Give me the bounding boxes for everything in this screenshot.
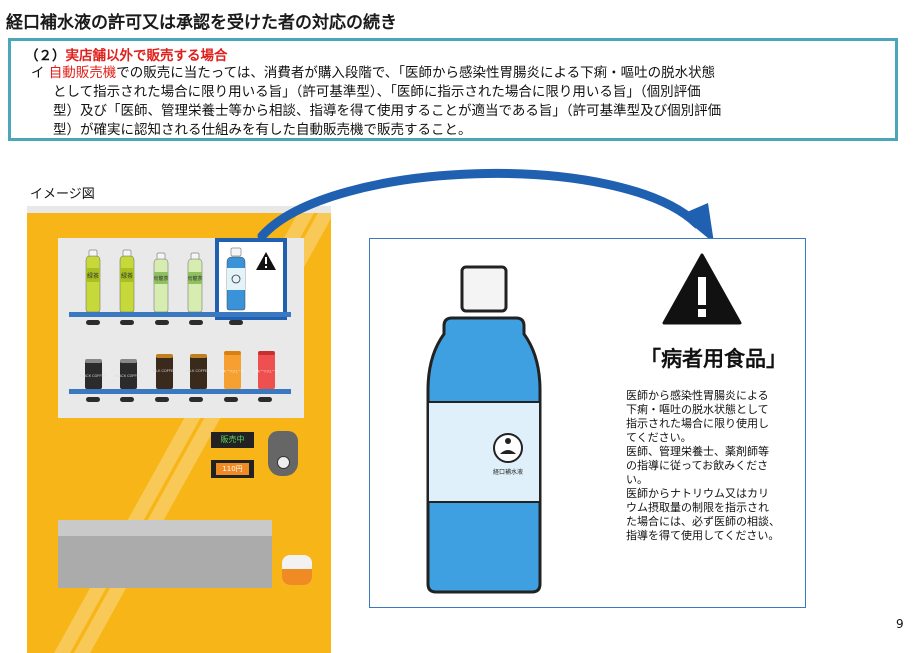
product-detail-box: 経口補水液 「病者用食品」 医師から感染性胃腸炎による 下痢・嘔吐の脱水状態とし… <box>369 238 806 608</box>
page-number: 9 <box>896 617 904 631</box>
large-bottle-illustration: 経口補水液 <box>426 265 542 594</box>
can-fruit-juice-2 <box>258 351 275 389</box>
select-button[interactable] <box>224 397 238 402</box>
drink-label-bottom-3: MILK COFFEE <box>152 369 176 373</box>
paragraph-highlight: 自動販売機 <box>48 65 117 81</box>
bottle-oolong-tea-1 <box>153 252 169 313</box>
product-notes: 医師から感染性胃腸炎による 下痢・嘔吐の脱水状態として 指示された場合に限り使用… <box>626 389 780 542</box>
bottle-green-tea-1 <box>85 249 101 313</box>
bottle-green-tea-2 <box>119 249 135 313</box>
paragraph-line-1: イ 自動販売機での販売に当たっては、消費者が購入段階で、「医師から感染性胃腸炎に… <box>31 65 716 81</box>
can-black-coffee-2 <box>120 359 137 389</box>
page-title: 経口補水液の許可又は承認を受けた者の対応の続き <box>6 13 397 33</box>
drink-label-bottom-2: BLACK COFFEE <box>115 374 142 378</box>
product-name: 「病者用食品」 <box>640 347 787 371</box>
coin-slot[interactable] <box>268 431 298 476</box>
select-button[interactable] <box>86 320 100 325</box>
select-button[interactable] <box>155 397 169 402</box>
bottle-oral-rehydration-highlight <box>226 247 246 311</box>
drink-label-top-4: 烏龍茶 <box>187 275 202 282</box>
shelf-bottom <box>69 389 291 394</box>
section-paragraph: イ 自動販売機での販売に当たっては、消費者が購入段階で、「医師から感染性胃腸炎に… <box>31 64 887 140</box>
select-button[interactable] <box>120 397 134 402</box>
section-number: （２） <box>25 48 66 64</box>
drink-label-bottom-5: フルーツジュース <box>220 368 244 373</box>
can-milk-coffee-2 <box>190 354 207 389</box>
drink-label-top-3: 烏龍茶 <box>153 275 168 282</box>
bottle-oolong-tea-2 <box>187 252 203 313</box>
can-milk-coffee-1 <box>156 354 173 389</box>
can-black-coffee-1 <box>85 359 102 389</box>
warning-icon-small-highlight <box>256 252 276 270</box>
drink-label-bottom-6: フルーツジュース <box>254 368 278 373</box>
drink-label-bottom-4: MILK COFFEE <box>186 369 210 373</box>
paragraph-prefix: イ <box>31 65 45 81</box>
price-display: 110円 <box>211 460 254 478</box>
can-fruit-juice-1 <box>224 351 241 389</box>
select-button[interactable] <box>86 397 100 402</box>
price-display-text: 110円 <box>216 463 249 475</box>
select-button[interactable] <box>155 320 169 325</box>
select-button[interactable] <box>229 320 243 325</box>
select-button[interactable] <box>258 397 272 402</box>
select-button[interactable] <box>120 320 134 325</box>
image-label: イメージ図 <box>30 187 95 202</box>
drink-label-top-2: 緑茶 <box>121 272 133 280</box>
vending-machine-top <box>27 206 331 214</box>
section-title: 実店舗以外で販売する場合 <box>65 48 228 64</box>
paragraph-line-4: 型）が確実に認知される仕組みを有した自動販売機で販売すること。 <box>53 122 472 138</box>
warning-icon-large <box>662 253 742 325</box>
select-button[interactable] <box>189 320 203 325</box>
drink-label-top-1: 緑茶 <box>87 272 99 280</box>
section-heading: （２）実店舗以外で販売する場合 <box>25 44 228 64</box>
bottle-label-text: 経口補水液 <box>493 468 523 476</box>
select-button[interactable] <box>189 397 203 402</box>
dispense-tray[interactable] <box>58 520 272 588</box>
drink-label-bottom-1: BLACK COFFEE <box>80 374 107 378</box>
paragraph-line-3: 型）及び「医師、管理栄養士等から相談、指導を得て使用することが適当である旨」（許… <box>53 103 722 119</box>
paragraph-line-2: として指示された場合に限り用いる旨」（許可基準型）、「医師に指示された場合に限り… <box>53 84 701 100</box>
change-return[interactable] <box>282 555 312 585</box>
coin-return-knob[interactable] <box>277 456 290 469</box>
status-display: 販売中 <box>211 432 254 448</box>
shelf-top <box>69 312 291 317</box>
description-box: （２）実店舗以外で販売する場合 イ 自動販売機での販売に当たっては、消費者が購入… <box>8 38 898 141</box>
